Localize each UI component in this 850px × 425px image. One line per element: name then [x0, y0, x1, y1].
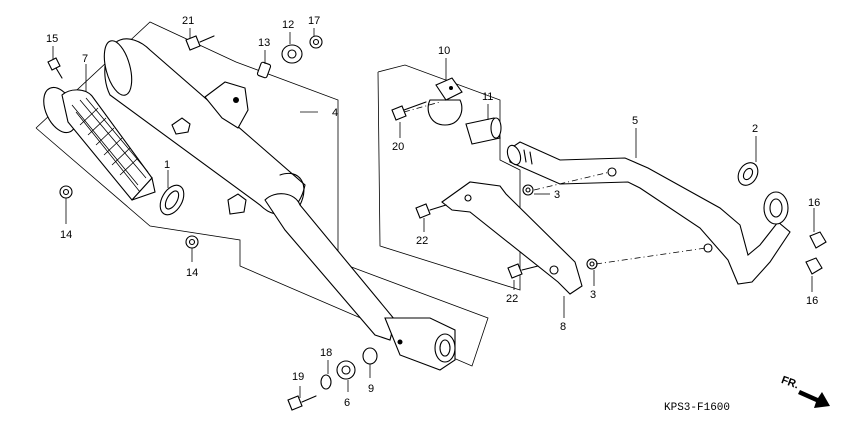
- nut-3-lower: [586, 258, 598, 270]
- callout-4: 4: [332, 107, 338, 119]
- collar-9: [362, 347, 378, 365]
- callout-7: 7: [82, 53, 88, 65]
- exhaust-pipe: [506, 141, 791, 285]
- exhaust-clamp: [427, 77, 463, 126]
- nut-14-left: [59, 185, 73, 199]
- callout-9: 9: [368, 383, 374, 395]
- gasket-1: [159, 184, 185, 216]
- callout-14-left: 14: [60, 229, 72, 241]
- muffler-upper-bracket: [204, 81, 249, 129]
- nut-16-lower: [805, 257, 823, 275]
- bolt-15: [47, 57, 63, 79]
- grommet-6: [336, 360, 356, 380]
- callout-12: 12: [282, 19, 294, 31]
- diagram-code: KPS3-F1600: [664, 402, 730, 414]
- muffler-tab-upper: [171, 117, 191, 135]
- spark-arrester: [43, 86, 156, 201]
- muffler-assembly-outline: [35, 21, 489, 367]
- callout-6: 6: [344, 397, 350, 409]
- callout-21: 21: [182, 15, 194, 27]
- callout-20: 20: [392, 141, 404, 153]
- muffler-body: [103, 38, 456, 371]
- direction-label: FR.: [780, 374, 801, 391]
- nut-16-upper: [809, 231, 827, 249]
- washer-18: [320, 374, 332, 390]
- callout-5: 5: [632, 115, 638, 127]
- callout-labels: 15 7 1 14 14 21 13 12 17 4 19 18 6 9 10 …: [46, 15, 820, 409]
- bolt-20: [391, 101, 427, 121]
- callout-22-upper: 22: [416, 235, 428, 247]
- arrow-right-down-icon: [798, 390, 830, 408]
- callout-11: 11: [482, 91, 493, 103]
- leader-lines: [52, 28, 815, 398]
- collar-13: [256, 61, 272, 79]
- callout-8: 8: [560, 321, 566, 333]
- callout-15: 15: [46, 33, 58, 45]
- bolt-22-upper: [415, 203, 447, 219]
- callout-16-upper: 16: [808, 197, 820, 209]
- callout-16-lower: 16: [806, 295, 818, 307]
- nut-14-lower: [185, 235, 199, 249]
- heat-protector: [441, 181, 583, 295]
- callout-10: 10: [438, 45, 450, 57]
- alignment-lines: [403, 101, 707, 265]
- callout-2: 2: [752, 123, 758, 135]
- gasket-2: [737, 162, 759, 186]
- callout-22-lower: 22: [506, 293, 518, 305]
- callout-18: 18: [320, 347, 332, 359]
- callout-3-lower: 3: [590, 289, 596, 301]
- nut-17: [309, 35, 323, 49]
- callout-13: 13: [258, 37, 270, 49]
- muffler-tab-lower: [227, 193, 247, 215]
- callout-1: 1: [164, 159, 170, 171]
- callout-14-lower: 14: [186, 267, 198, 279]
- bolt-22-lower: [507, 263, 539, 279]
- callout-19: 19: [292, 371, 304, 383]
- callout-17: 17: [308, 15, 320, 27]
- nut-3-upper: [522, 184, 534, 196]
- exhaust-pipe-assembly-outline: [377, 64, 521, 291]
- bolt-19: [287, 395, 317, 411]
- front-direction-arrow: FR.: [780, 374, 830, 408]
- bolt-21: [185, 35, 215, 51]
- exhaust-gasket-joint: [465, 117, 502, 145]
- callout-3-upper: 3: [554, 189, 560, 201]
- grommet-12: [281, 44, 303, 64]
